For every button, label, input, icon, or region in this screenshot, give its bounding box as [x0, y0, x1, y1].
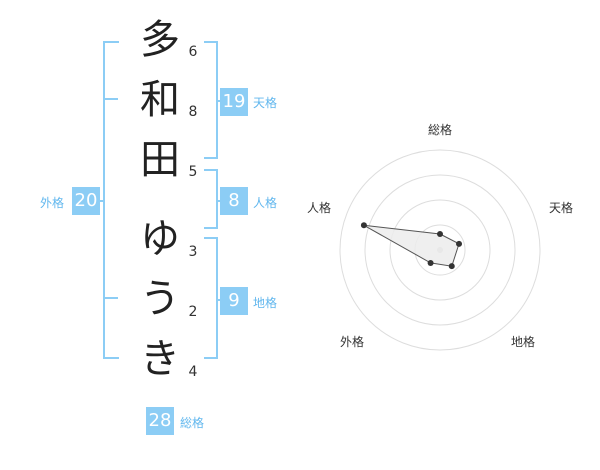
- radar-ring: [364, 174, 516, 326]
- name-char-1: 多: [140, 17, 180, 63]
- chikaku-label: 地格: [253, 296, 278, 310]
- name-char-6: き: [140, 336, 180, 382]
- radar-point-3: [448, 263, 455, 270]
- name-char-5: う: [140, 276, 180, 322]
- radar-point-4: [427, 259, 434, 266]
- radar-point-5: [360, 222, 367, 229]
- radar-axis-label-soukaku: 総格: [428, 123, 453, 137]
- chikaku-badge: 9: [220, 287, 248, 315]
- gaikaku-label: 外格: [40, 196, 65, 210]
- jinkaku-label: 人格: [253, 196, 278, 210]
- tenkaku-label: 天格: [253, 96, 278, 110]
- radar-axis-label-tenkaku: 天格: [549, 201, 574, 215]
- name-char-4: ゆ: [140, 216, 180, 262]
- radar-ring: [389, 199, 491, 301]
- stroke-count-4: 3: [188, 244, 198, 260]
- radar-polygon: [363, 224, 460, 267]
- jinkaku-badge: 8: [220, 187, 248, 215]
- stroke-count-6: 4: [188, 364, 198, 380]
- soukaku-label: 総格: [180, 416, 205, 430]
- stroke-count-3: 5: [188, 164, 198, 180]
- tenkaku-badge: 19: [220, 88, 248, 116]
- radar-ring: [339, 149, 541, 351]
- radar-axis-label-jinkaku: 人格: [307, 201, 332, 215]
- stroke-count-2: 8: [188, 104, 198, 120]
- stroke-count-1: 6: [188, 44, 198, 60]
- radar-axis-label-chikaku: 地格: [511, 335, 536, 349]
- radar-axis-label-gaikaku: 外格: [340, 335, 365, 349]
- name-char-3: 田: [140, 137, 180, 183]
- radar-point-2: [456, 240, 463, 247]
- radar-point-1: [437, 231, 443, 237]
- stroke-count-5: 2: [188, 304, 198, 320]
- soukaku-badge: 28: [146, 407, 174, 435]
- gaikaku-badge: 20: [72, 187, 100, 215]
- name-char-2: 和: [140, 77, 180, 123]
